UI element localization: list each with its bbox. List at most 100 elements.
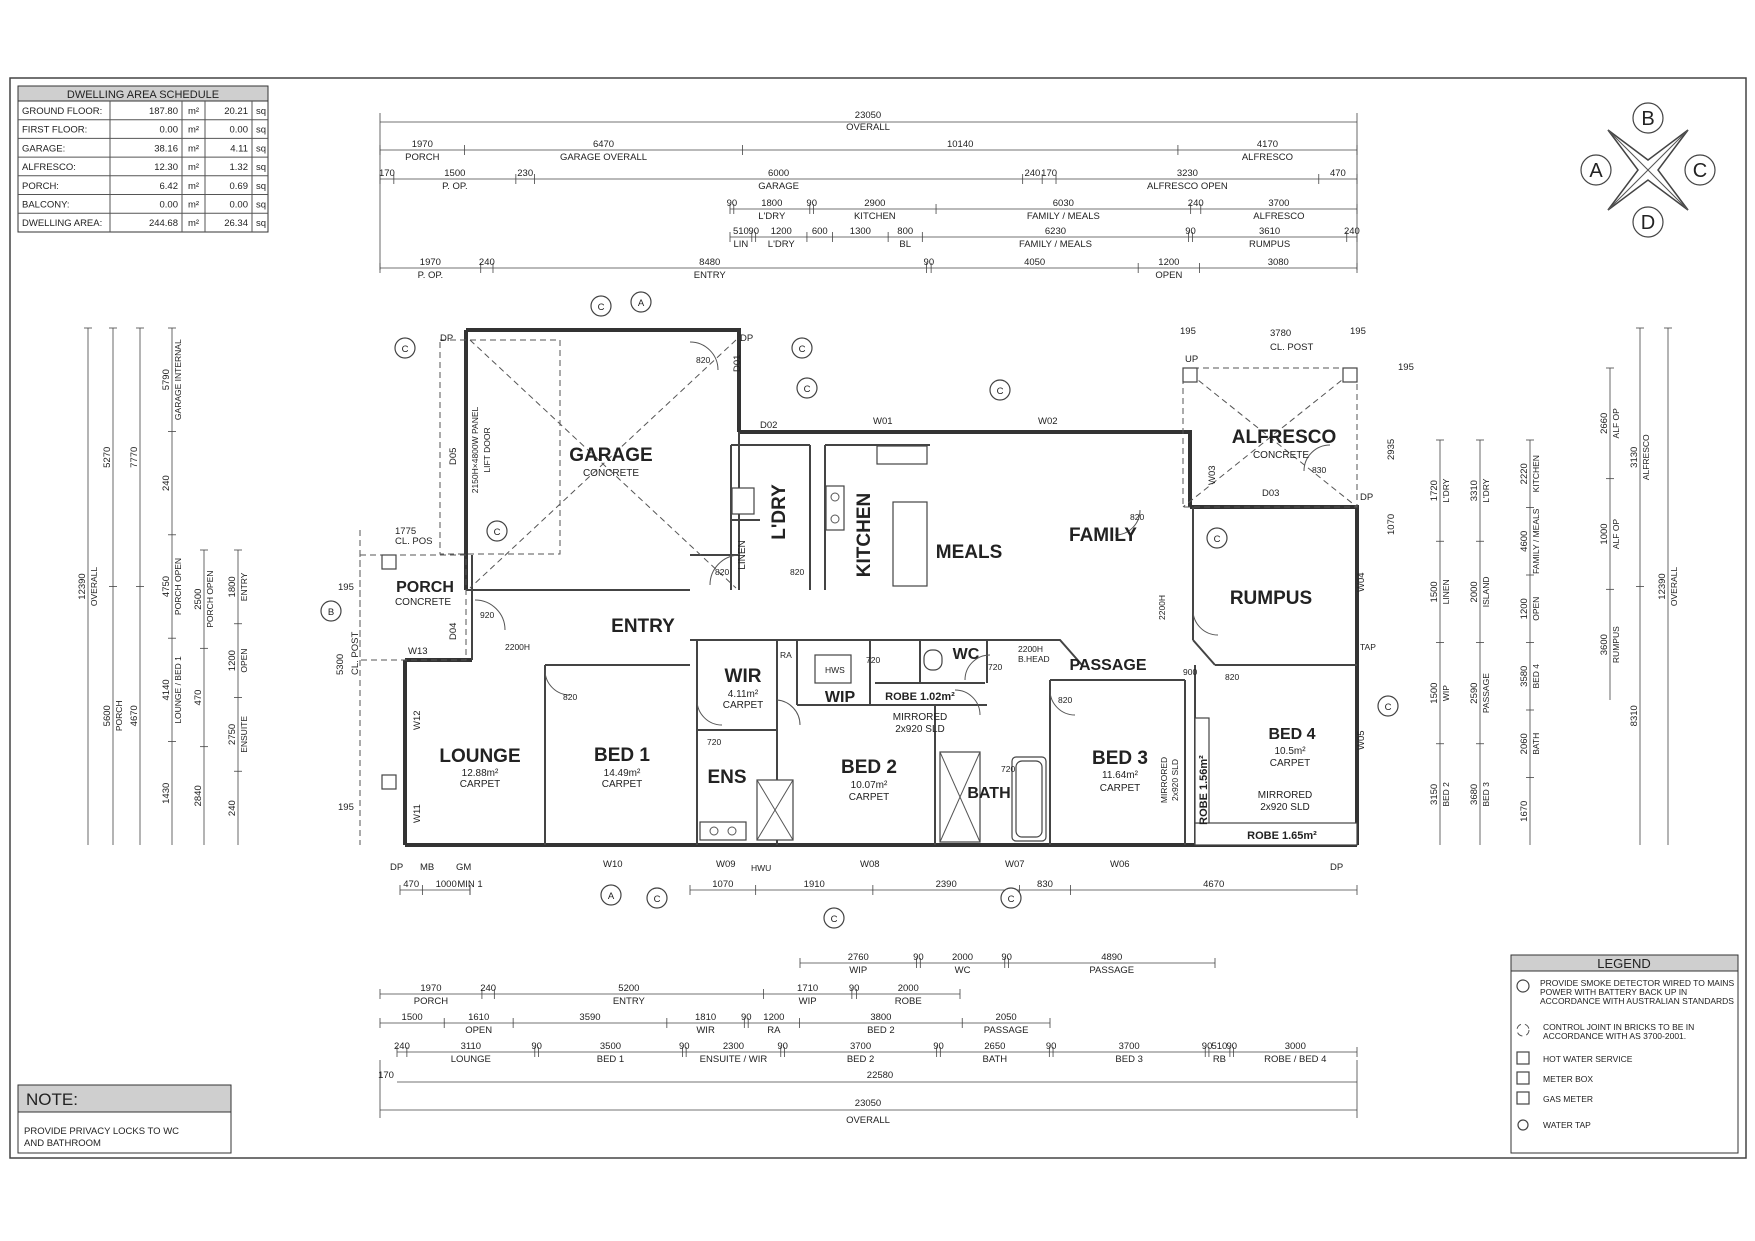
left-dim-value: 4670 bbox=[129, 705, 140, 726]
room-garage: GARAGE bbox=[569, 445, 652, 466]
compass-d: D bbox=[1641, 212, 1655, 234]
room-wc: WC bbox=[953, 646, 980, 663]
left-dim-label: PORCH OPEN bbox=[205, 571, 215, 628]
tag-d03: D03 bbox=[1262, 488, 1279, 499]
top-dim-r6-value: 3080 bbox=[1268, 257, 1289, 268]
tag-w08: W08 bbox=[860, 859, 880, 870]
bottom-dim-b3-value: 2050 bbox=[996, 1012, 1017, 1023]
section-marker bbox=[796, 377, 818, 399]
tag-up: UP bbox=[1185, 354, 1198, 365]
bottom-dim-b3-label: BED 2 bbox=[867, 1025, 894, 1036]
room-entry: ENTRY bbox=[611, 616, 675, 637]
right-dim-label: OPEN bbox=[1531, 597, 1541, 621]
tag-2200h-lounge: 2200H bbox=[505, 642, 530, 652]
room-bed3-area: 11.64m² bbox=[1102, 770, 1139, 781]
room-passage: PASSAGE bbox=[1069, 657, 1146, 674]
bottom-overall-label: OVERALL bbox=[846, 1115, 890, 1126]
area-schedule-title: DWELLING AREA SCHEDULE bbox=[67, 89, 219, 101]
tag-w10: W10 bbox=[603, 859, 623, 870]
top-dim-r4-value: 90 bbox=[727, 198, 738, 209]
schedule-m2: 38.16 bbox=[154, 143, 178, 154]
bottom-dim-b2-label: ENTRY bbox=[613, 996, 646, 1007]
bottom-dim-b4-label: BATH bbox=[983, 1054, 1008, 1065]
tag-w05: W05 bbox=[1356, 730, 1367, 750]
top-overall-value: 23050 bbox=[855, 110, 881, 121]
schedule-label: GROUND FLOOR: bbox=[22, 106, 102, 117]
schedule-label: FIRST FLOOR: bbox=[22, 125, 87, 136]
tag-w01: W01 bbox=[873, 416, 893, 427]
right-dim-label: L'DRY bbox=[1481, 478, 1491, 502]
top-dim-r4-label: KITCHEN bbox=[854, 211, 896, 222]
bottom-dim-small-value: MIN 1 bbox=[457, 879, 482, 890]
tag-d01: D01 bbox=[732, 355, 743, 372]
bottom-dim-b4-value: 3700 bbox=[850, 1041, 871, 1052]
top-dim-r3-value: 170 bbox=[379, 168, 395, 179]
bottom-dim-b4-label: BED 2 bbox=[847, 1054, 874, 1065]
schedule-sq-unit: sq bbox=[256, 143, 266, 154]
room-bath: BATH bbox=[967, 785, 1010, 802]
left-cl-post: CL. POST bbox=[350, 632, 361, 675]
left-dim-value: 5600 bbox=[102, 705, 113, 726]
section-marker bbox=[989, 379, 1011, 401]
top-dim-r6-label: ENTRY bbox=[694, 270, 727, 281]
area-schedule: DWELLING AREA SCHEDULE GROUND FLOOR: 187.… bbox=[17, 85, 269, 233]
room-bed3: BED 3 bbox=[1092, 748, 1148, 769]
left-1775: 1775 bbox=[395, 526, 416, 537]
left-dim-value: 2840 bbox=[193, 785, 204, 806]
top-dim-r6-label: OPEN bbox=[1155, 270, 1182, 281]
section-marker bbox=[1000, 887, 1022, 909]
tag-820-bed4: 820 bbox=[1225, 672, 1239, 682]
tag-820-kitchen: 820 bbox=[790, 567, 804, 577]
bottom-dim-under-value: 1910 bbox=[804, 879, 825, 890]
section-marker bbox=[486, 520, 508, 542]
schedule-sq-unit: sq bbox=[256, 162, 266, 173]
right-dim-value: 2590 bbox=[1469, 683, 1480, 704]
right-dim-value: 3600 bbox=[1599, 634, 1610, 655]
bottom-dim-b4-value: 90 bbox=[531, 1041, 542, 1052]
tag-w11: W11 bbox=[412, 804, 423, 823]
top-dim-r4-label: FAMILY / MEALS bbox=[1027, 211, 1100, 222]
schedule-unit: m² bbox=[188, 200, 199, 211]
room-labels: GARAGE CONCRETE 2150H×4800W PANEL LIFT D… bbox=[395, 406, 1336, 842]
section-marker-label: A bbox=[638, 298, 645, 309]
room-bed2-finish: CARPET bbox=[849, 792, 890, 803]
left-dim-label: OVERALL bbox=[89, 567, 99, 606]
bottom-dim-b4-label: ROBE / BED 4 bbox=[1264, 1054, 1326, 1065]
right-dim-label: BED 2 bbox=[1441, 782, 1451, 807]
bottom-dim-b2-value: 240 bbox=[480, 983, 496, 994]
room-porch-finish: CONCRETE bbox=[395, 597, 451, 608]
schedule-m2: 12.30 bbox=[154, 162, 178, 173]
top-dim-r3-label: GARAGE bbox=[758, 181, 799, 192]
bed3-mirrored-line2: 2x920 SLD bbox=[1170, 759, 1180, 801]
room-bed4: BED 4 bbox=[1268, 726, 1315, 743]
bottom-dim-b3-value: 90 bbox=[741, 1012, 752, 1023]
right-dim-label: LINEN bbox=[1441, 579, 1451, 604]
top-dim-r4-label: L'DRY bbox=[758, 211, 786, 222]
legend-box: LEGEND PROVIDE SMOKE DETECTOR WIRED TO M… bbox=[1510, 954, 1739, 1154]
schedule-unit: m² bbox=[188, 125, 199, 136]
tag-tap: TAP bbox=[1360, 642, 1376, 652]
schedule-label: GARAGE: bbox=[22, 143, 65, 154]
sheet-border bbox=[9, 77, 1747, 1159]
tag-bhead-passage: B.HEAD bbox=[1018, 654, 1050, 664]
tag-820-garage: 820 bbox=[696, 355, 710, 365]
tag-dp-4: DP bbox=[390, 862, 403, 873]
right-dim-label: BED 4 bbox=[1531, 664, 1541, 689]
top-dim-r2-value: 10140 bbox=[947, 139, 973, 150]
plan-tags: W01 W02 W03 W04 W05 W06 W07 W08 W09 W10 … bbox=[390, 333, 1376, 873]
bottom-dim-b1-value: 2760 bbox=[848, 952, 869, 963]
bottom-dim-b4-label: BED 3 bbox=[1115, 1054, 1142, 1065]
bottom-lead-170: 170 bbox=[378, 1070, 394, 1081]
right-dim-value: 4600 bbox=[1519, 531, 1530, 552]
room-wir: WIR bbox=[725, 666, 762, 687]
control-joint-icon bbox=[1516, 1023, 1530, 1037]
meter-box-icon bbox=[1516, 1071, 1530, 1085]
right-dim-value: 1000 bbox=[1599, 523, 1610, 544]
right-dim-value: 1670 bbox=[1519, 801, 1530, 822]
schedule-m2: 187.80 bbox=[149, 106, 178, 117]
left-dim-label: PORCH OPEN bbox=[173, 558, 183, 615]
top-dim-r5-label: BL bbox=[899, 239, 911, 250]
